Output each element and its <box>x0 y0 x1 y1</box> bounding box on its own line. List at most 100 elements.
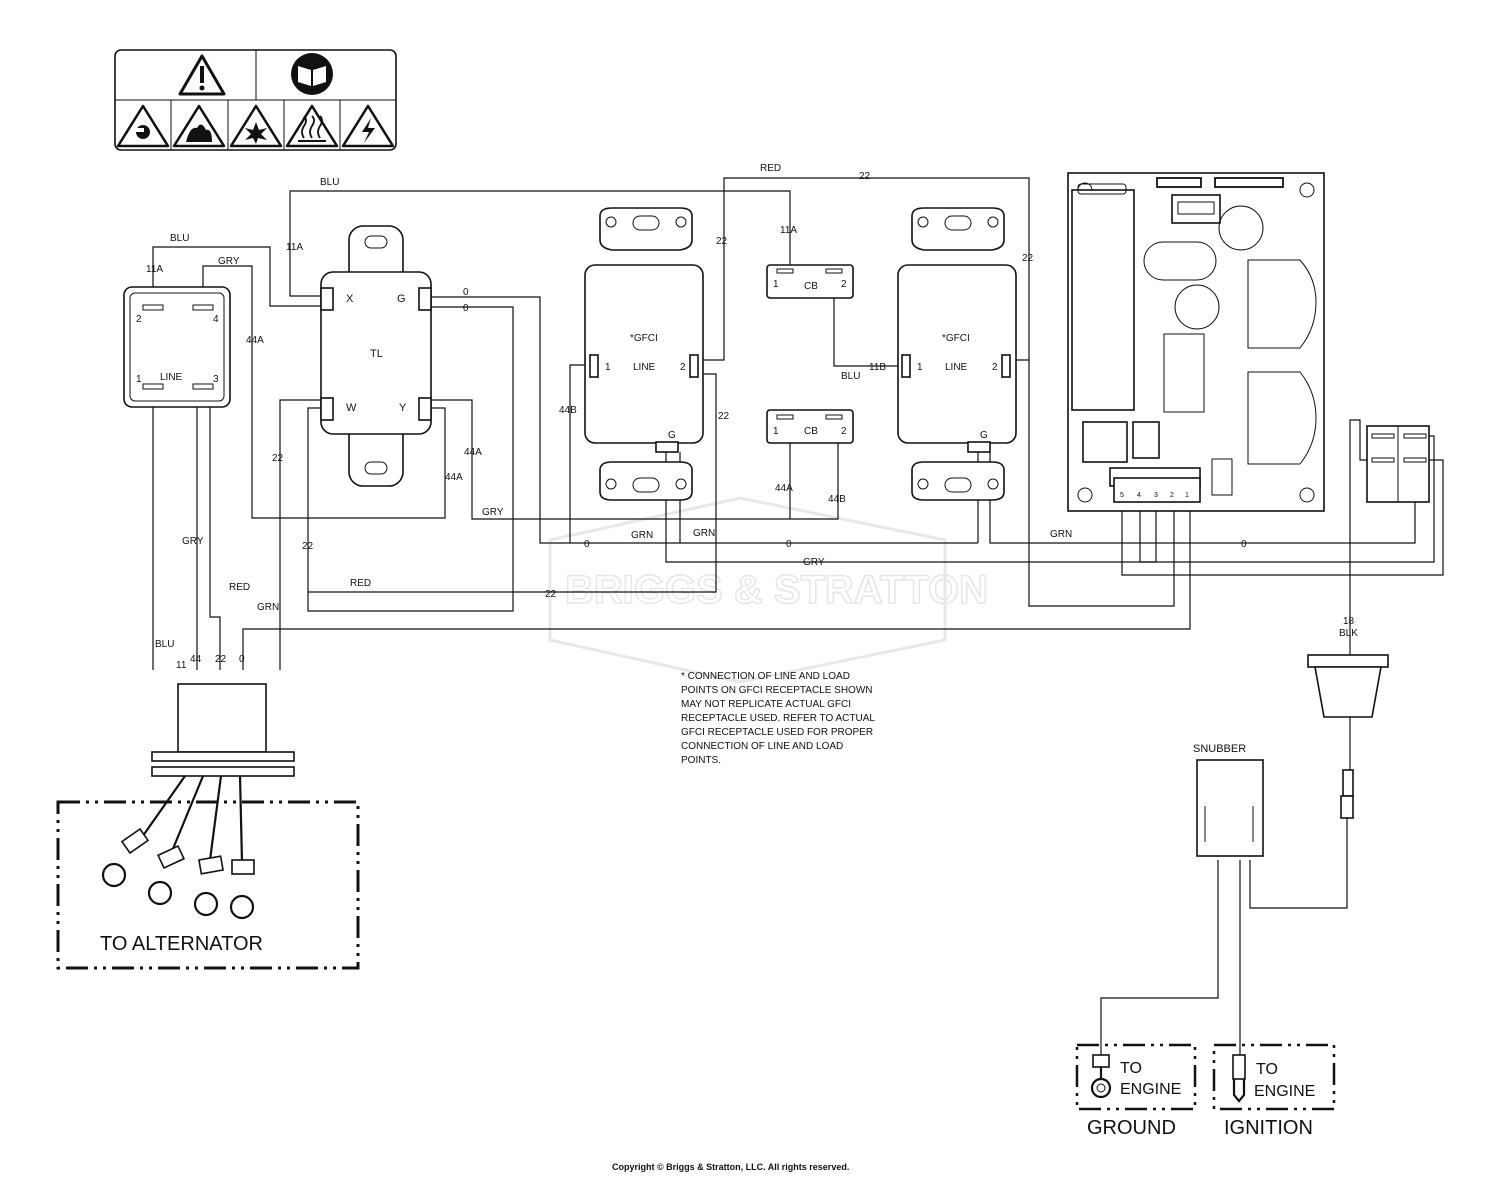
wire-label: 22 <box>1022 253 1034 264</box>
snubber-label: SNUBBER <box>1193 743 1246 755</box>
ignition-caption: IGNITION <box>1224 1117 1313 1139</box>
switch-terminal-4: 4 <box>213 314 219 325</box>
wire-label: GRY <box>482 507 504 518</box>
alternator-label: TO ALTERNATOR <box>100 933 263 955</box>
tl-y: Y <box>399 402 407 414</box>
gfci-left-t1: 1 <box>605 362 611 373</box>
ignition-to: TO <box>1256 1061 1278 1078</box>
header-pins <box>1156 177 1284 188</box>
switch-terminal-1: 1 <box>136 374 142 385</box>
copyright-text: Copyright © Briggs & Stratton, LLC. All … <box>612 1162 849 1172</box>
wire-label: 44A <box>246 335 264 346</box>
alternator-box: TO ALTERNATOR <box>56 800 360 970</box>
note-line: CONNECTION OF LINE AND LOAD <box>681 741 843 752</box>
wire-label: 44A <box>464 447 482 458</box>
ground-to: TO <box>1120 1060 1142 1077</box>
wire-label: BLK <box>1339 628 1358 639</box>
wire-label: BLU <box>170 233 189 244</box>
warning-icon <box>178 54 226 96</box>
manual-icon <box>291 53 333 95</box>
cb-bottom-label: CB <box>804 426 818 437</box>
gfci-left-t2: 2 <box>680 362 686 373</box>
ring-terminal-2 <box>147 844 185 906</box>
ring-terminal-3 <box>193 855 224 917</box>
wire-label: RED <box>760 163 781 174</box>
switch-terminal-2: 2 <box>136 314 142 325</box>
wire-label: 11 <box>176 660 187 671</box>
wire-label: 0 <box>239 654 245 665</box>
switch-terminal-3: 3 <box>213 374 219 385</box>
ground-boot <box>1307 654 1389 718</box>
gfci-right-label: *GFCI <box>942 333 970 344</box>
wire-label: 44B <box>828 494 846 505</box>
cb-top-label: CB <box>804 281 818 292</box>
wire-label: BLU <box>320 177 339 188</box>
tl-component: X G W Y TL <box>320 225 432 487</box>
wire-label: 22 <box>718 411 730 422</box>
wire-label: 0 <box>786 539 792 550</box>
engine-ground-box: TO ENGINE GROUND <box>1075 1043 1197 1139</box>
wire-label: 44A <box>445 472 463 483</box>
note-line: POINTS. <box>681 755 721 766</box>
gfci-right-t2: 2 <box>992 362 998 373</box>
connector-pin-5: 5 <box>1120 492 1124 499</box>
tl-label: TL <box>370 348 383 360</box>
wire-label: 0 <box>584 539 590 550</box>
circuit-breaker-top: 1 CB 2 <box>766 264 854 299</box>
gfci-left-line: LINE <box>633 362 656 373</box>
connector-pin-2: 2 <box>1170 492 1174 499</box>
connector-pin-1: 1 <box>1185 492 1189 499</box>
tl-g: G <box>397 293 406 305</box>
gfci-right: *GFCI LINE 1 2 G <box>897 207 1017 501</box>
wire-label: BLU <box>841 371 860 382</box>
cb-top-t2: 2 <box>841 279 847 290</box>
wire-label: 0 <box>1241 539 1247 550</box>
gfci-note: * CONNECTION OF LINE AND LOAD POINTS ON … <box>681 671 875 766</box>
explosion-hazard-icon <box>229 104 283 148</box>
cb-bottom-t1: 1 <box>773 426 779 437</box>
note-line: MAY NOT REPLICATE ACTUAL GFCI <box>681 699 851 710</box>
wire-label: 22 <box>302 541 314 552</box>
note-line: * CONNECTION OF LINE AND LOAD <box>681 671 850 682</box>
ring-terminal-4 <box>229 859 255 920</box>
wire-label: 44B <box>559 405 577 416</box>
ignition-engine: ENGINE <box>1254 1083 1315 1100</box>
inline-connector <box>1340 769 1354 819</box>
wire-label: 22 <box>716 236 728 247</box>
wire-label: GRY <box>803 557 825 568</box>
connector-pin-4: 4 <box>1137 492 1141 499</box>
wire-label: 22 <box>545 589 557 600</box>
cb-top-t1: 1 <box>773 279 779 290</box>
ground-engine: ENGINE <box>1120 1081 1181 1098</box>
wire-label: BLU <box>155 639 174 650</box>
wire-label: 11A <box>286 242 303 253</box>
engine-ignition-box: TO ENGINE IGNITION <box>1212 1043 1336 1139</box>
connector-pin-3: 3 <box>1154 492 1158 499</box>
line-switch: 2 4 1 3 LINE <box>123 286 231 408</box>
wire-label: 22 <box>272 453 284 464</box>
control-board: 5 4 3 2 1 <box>1067 172 1325 512</box>
note-line: GFCI RECEPTACLE USED FOR PROPER <box>681 727 873 738</box>
wire-label: 22 <box>859 171 871 182</box>
gfci-left: *GFCI LINE 1 2 G <box>584 207 704 501</box>
wire-label: 0 <box>463 287 469 298</box>
wire-labels: BLU BLU 11A GRY 11A 44A 0 0 44A 44A 22 2… <box>146 163 1358 671</box>
wire-label: GRN <box>1050 529 1072 540</box>
watermark: BRIGGS & STRATTON <box>548 496 989 684</box>
wire-label: GRY <box>182 536 204 547</box>
wire-label: RED <box>350 578 371 589</box>
gfci-left-ground: G <box>668 430 676 441</box>
ring-terminal-1 <box>101 827 150 888</box>
ground-caption: GROUND <box>1087 1117 1176 1139</box>
alternator-harness <box>101 683 295 920</box>
snubber: SNUBBER <box>1193 743 1264 857</box>
fire-hazard-icon <box>172 104 226 148</box>
gfci-right-t1: 1 <box>917 362 923 373</box>
wire-label: 11A <box>780 225 797 236</box>
wire-label: 22 <box>215 654 227 665</box>
entanglement-hazard-icon <box>116 104 170 148</box>
tl-x: X <box>346 293 354 305</box>
note-line: POINTS ON GFCI RECEPTACLE SHOWN <box>681 685 873 696</box>
wire-label: 44 <box>190 654 202 665</box>
safety-label-panel <box>114 49 397 151</box>
